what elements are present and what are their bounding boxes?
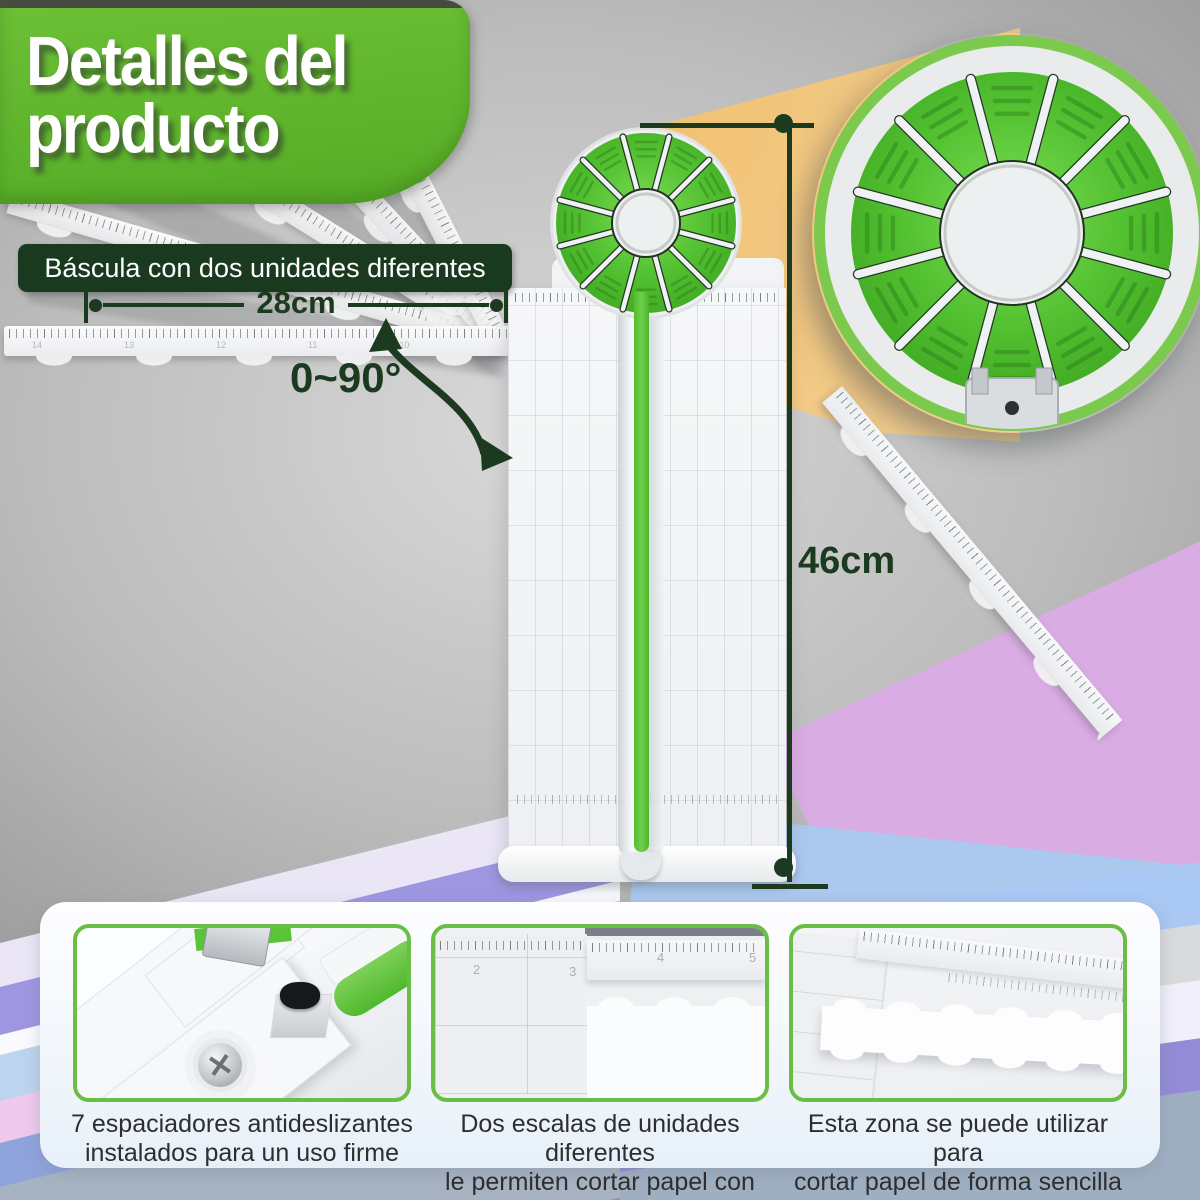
page-title-line2: producto xyxy=(26,90,281,169)
magnified-wheel-graphic xyxy=(814,35,1200,431)
card-caption: Esta zona se puede utilizar para cortar … xyxy=(780,1110,1136,1197)
ruler-number: 13 xyxy=(124,340,135,350)
feature-cards: 7 espaciadores antideslizantes instalado… xyxy=(40,902,1160,1200)
main-horizontal-ruler: 14 13 12 11 10 xyxy=(4,326,512,372)
page-title: Detalles del producto xyxy=(0,0,470,164)
feature-card-scales: 2 3 4 5 Dos escalas de unidades diferent… xyxy=(422,924,778,1200)
rail-end-cap xyxy=(621,852,661,880)
height-measure-bottom-bar xyxy=(752,884,828,889)
height-measure-line xyxy=(787,126,792,882)
raised-ruler xyxy=(587,940,765,980)
anti-slip-spacer xyxy=(280,982,320,1009)
rail-green-strip xyxy=(634,292,649,852)
ruler-number: 11 xyxy=(308,340,318,350)
wavy-paper xyxy=(587,990,765,1098)
magnified-wheel-view xyxy=(812,33,1200,433)
board-gap xyxy=(585,928,765,936)
feature-card-cut-zone: Esta zona se puede utilizar para cortar … xyxy=(780,924,1136,1200)
feature-panel: 7 espaciadores antideslizantes instalado… xyxy=(40,902,1160,1200)
feature-card-spacers: 7 espaciadores antideslizantes instalado… xyxy=(64,924,420,1200)
angle-arc-icon xyxy=(369,318,513,471)
caption-line: cortar papel de forma sencilla xyxy=(794,1168,1122,1196)
screw xyxy=(193,1038,247,1092)
scale-number: 3 xyxy=(569,964,577,979)
caption-line: 7 espaciadores antideslizantes xyxy=(71,1110,413,1138)
caption-line: Dos escalas de unidades diferentes xyxy=(460,1110,740,1167)
caption-line: instalados para un uso firme xyxy=(84,1139,400,1167)
cut-zone-photo xyxy=(789,924,1127,1102)
scale-feature-banner: Báscula con dos unidades diferentes xyxy=(18,244,512,292)
scale-ticks xyxy=(435,938,587,958)
card-caption: Dos escalas de unidades diferentes le pe… xyxy=(422,1110,778,1200)
title-banner: Detalles del producto xyxy=(0,0,470,204)
scale-number: 4 xyxy=(657,950,665,965)
width-measurement: 28cm xyxy=(84,284,509,326)
angle-range-label: 0~90° xyxy=(290,354,402,401)
scales-photo: 2 3 4 5 xyxy=(431,924,769,1102)
ruler-number: 12 xyxy=(216,340,227,350)
card-caption: 7 espaciadores antideslizantes instalado… xyxy=(64,1110,420,1168)
caption-line: le permiten cortar papel con precisión xyxy=(445,1168,755,1200)
ruler-number: 14 xyxy=(32,340,43,350)
ruler-number: 10 xyxy=(399,340,410,350)
measure-dot xyxy=(89,298,102,312)
page-title-line1: Detalles del xyxy=(26,23,349,101)
caption-line: Esta zona se puede utilizar para xyxy=(807,1110,1109,1167)
height-measure-label: 46cm xyxy=(798,540,896,582)
spacer-photo xyxy=(73,924,411,1102)
width-measure-label: 28cm xyxy=(256,285,336,320)
measure-end-bar xyxy=(504,287,509,323)
scale-number: 5 xyxy=(749,950,757,965)
wavy-cut-paper xyxy=(820,1005,1123,1067)
height-measure-bottom-dot xyxy=(774,858,793,877)
measure-end-bar xyxy=(84,287,88,323)
grid-board xyxy=(435,934,587,1094)
scale-number: 2 xyxy=(473,962,481,977)
measure-line xyxy=(347,303,490,307)
ruler-scale-numbers: 14 13 12 11 10 xyxy=(32,340,409,350)
measure-dot xyxy=(490,298,504,312)
measure-line xyxy=(103,303,245,307)
